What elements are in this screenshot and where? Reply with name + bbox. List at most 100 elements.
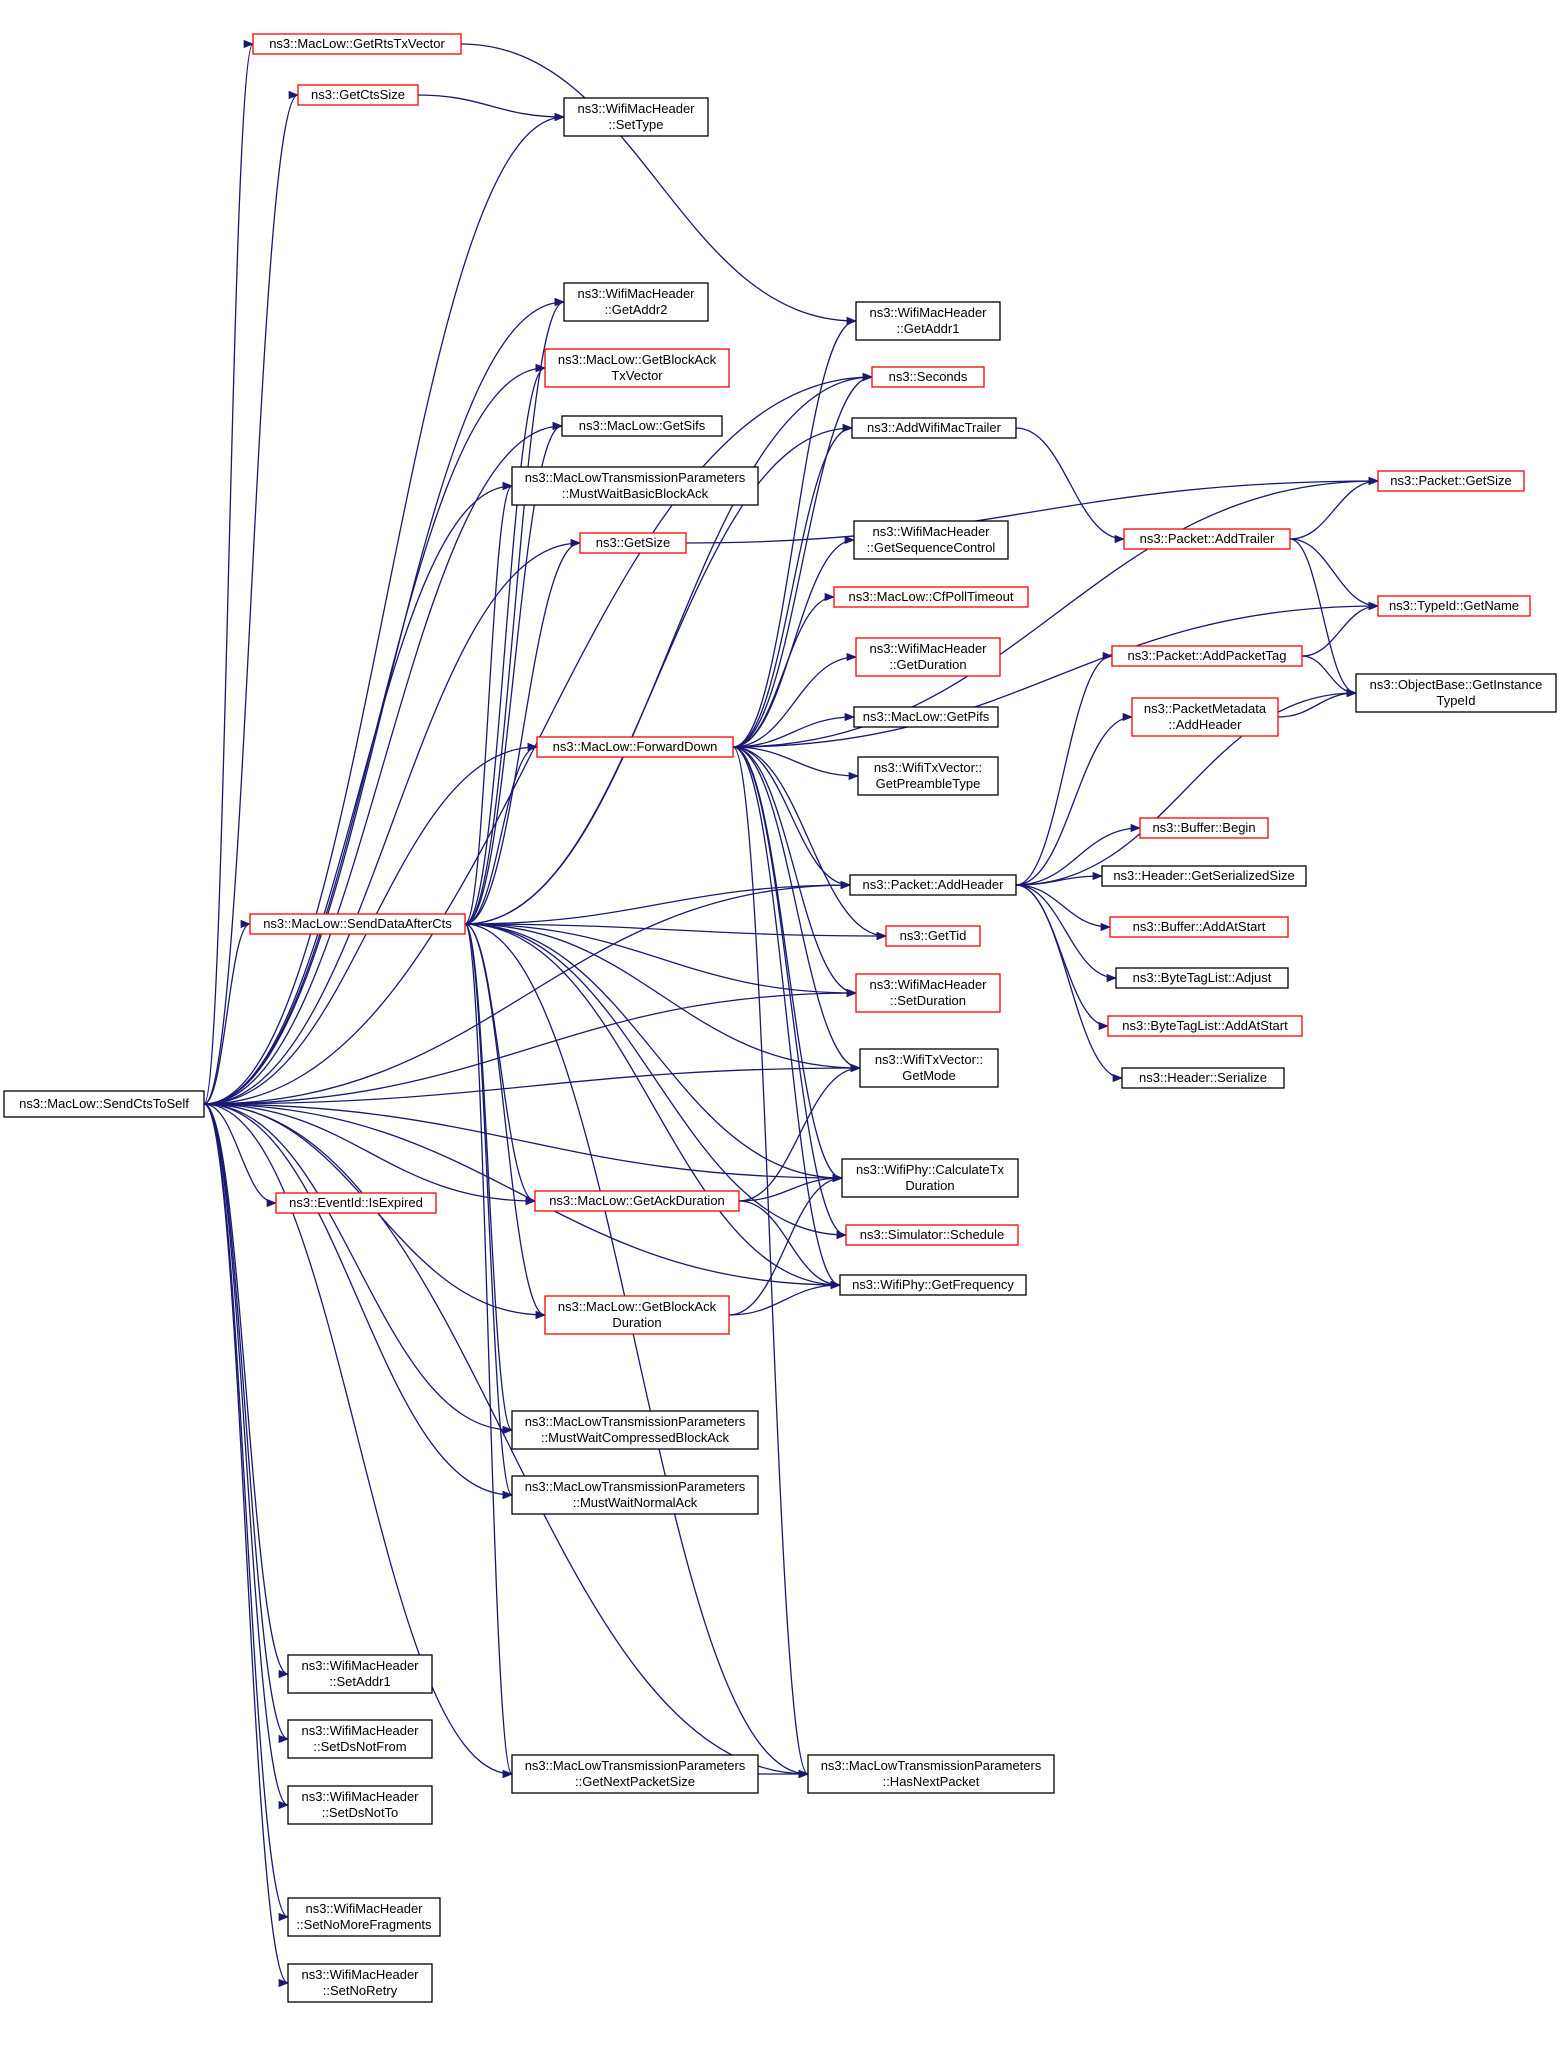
node-has-next-packet[interactable]: ns3::MacLowTransmissionParameters::HasNe… [807,1754,1055,1794]
node-label: ns3::WifiMacHeader [872,524,990,539]
node-must-wait-normal-ack[interactable]: ns3::MacLowTransmissionParameters::MustW… [511,1475,759,1515]
node-set-no-retry[interactable]: ns3::WifiMacHeader::SetNoRetry [287,1963,433,2003]
node-label: ::MustWaitCompressedBlockAck [541,1430,730,1445]
node-label: ns3::MacLow::GetPifs [863,709,990,724]
edge-forward-down-to-cf-poll-timeout [732,592,836,748]
node-label: ns3::WifiMacHeader [301,1723,419,1738]
node-box [855,301,1001,341]
node-is-expired[interactable]: ns3::EventId::IsExpired [275,1192,437,1214]
node-buffer-add-at-start[interactable]: ns3::Buffer::AddAtStart [1109,916,1289,938]
node-box [511,1475,759,1515]
node-add-trailer[interactable]: ns3::Packet::AddTrailer [1123,528,1291,550]
node-get-next-packet-size[interactable]: ns3::MacLowTransmissionParameters::GetNe… [511,1754,759,1794]
node-packet-get-size[interactable]: ns3::Packet::GetSize [1377,470,1525,492]
node-packet-add-header[interactable]: ns3::Packet::AddHeader [849,874,1017,896]
node-box [851,417,1017,439]
edge-send-cts-to-self-to-get-sifs [203,421,564,1105]
node-get-cts-size[interactable]: ns3::GetCtsSize [297,84,419,106]
node-box [544,348,730,388]
node-get-pifs[interactable]: ns3::MacLow::GetPifs [853,706,999,728]
node-box [1131,697,1279,737]
node-get-frequency[interactable]: ns3::WifiPhy::GetFrequency [839,1274,1027,1296]
node-label: ::GetAddr1 [897,321,960,336]
node-get-sifs[interactable]: ns3::MacLow::GetSifs [561,415,723,437]
edge-send-cts-to-self-to-calculate-tx-duration [203,1103,844,1183]
node-label: ::SetType [609,117,664,132]
node-label: TypeId [1436,693,1475,708]
node-simulator-schedule[interactable]: ns3::Simulator::Schedule [845,1224,1019,1246]
node-get-duration[interactable]: ns3::WifiMacHeader::GetDuration [855,637,1001,677]
node-label: ns3::WifiMacHeader [301,1789,419,1804]
edge-send-cts-to-self-to-set-duration [203,988,858,1105]
edge-send-data-after-cts-to-packet-add-header [464,880,852,925]
node-seconds[interactable]: ns3::Seconds [871,366,985,388]
node-get-rts-tx-vector[interactable]: ns3::MacLow::GetRtsTxVector [252,33,462,55]
edge-send-cts-to-self-to-set-no-more-fragments [203,1103,290,1921]
edge-forward-down-to-add-wifi-mac-trailer [732,423,854,748]
node-cf-poll-timeout[interactable]: ns3::MacLow::CfPollTimeout [833,586,1029,608]
node-label: ns3::WifiMacHeader [301,1658,419,1673]
edge-send-cts-to-self-to-get-rts-tx-vector [203,40,255,1105]
node-set-ds-not-to[interactable]: ns3::WifiMacHeader::SetDsNotTo [287,1785,433,1825]
node-packet-metadata-add-header[interactable]: ns3::PacketMetadata::AddHeader [1131,697,1279,737]
node-box [287,1897,441,1937]
node-set-no-more-fragments[interactable]: ns3::WifiMacHeader::SetNoMoreFragments [287,1897,441,1937]
node-label: ns3::Seconds [889,369,968,384]
node-must-wait-compressed-block-ack[interactable]: ns3::MacLowTransmissionParameters::MustW… [511,1410,759,1450]
node-get-tid[interactable]: ns3::GetTid [885,925,981,947]
node-get-size[interactable]: ns3::GetSize [579,532,687,554]
node-box [3,1090,205,1118]
edge-send-cts-to-self-to-is-expired [203,1103,278,1208]
node-get-mode[interactable]: ns3::WifiTxVector::GetMode [859,1048,999,1088]
node-header-serialize[interactable]: ns3::Header::Serialize [1121,1067,1285,1089]
edge-send-cts-to-self-to-set-no-retry [203,1103,290,1987]
edge-packet-add-header-to-byte-tag-list-add-at-start [1015,884,1110,1031]
node-label: ns3::MacLow::GetRtsTxVector [269,36,445,51]
edge-forward-down-to-packet-get-size [732,476,1380,748]
node-get-serialized-size[interactable]: ns3::Header::GetSerializedSize [1101,865,1307,887]
node-box [287,1654,433,1694]
node-set-type[interactable]: ns3::WifiMacHeader::SetType [563,97,709,137]
edge-add-trailer-to-get-instance-type-id [1289,538,1358,698]
node-send-cts-to-self[interactable]: ns3::MacLow::SendCtsToSelf [3,1090,205,1118]
edge-add-trailer-to-packet-get-size [1289,476,1380,540]
node-set-duration[interactable]: ns3::WifiMacHeader::SetDuration [855,973,1001,1013]
node-forward-down[interactable]: ns3::MacLow::ForwardDown [536,736,734,758]
node-box [1121,1067,1285,1089]
node-type-id-get-name[interactable]: ns3::TypeId::GetName [1377,595,1531,617]
edge-send-data-after-cts-to-get-block-ack-tx-vector [464,363,547,925]
node-get-sequence-control[interactable]: ns3::WifiMacHeader::GetSequenceControl [853,520,1009,560]
node-get-addr2[interactable]: ns3::WifiMacHeader::GetAddr2 [563,282,709,322]
edge-get-ack-duration-to-get-frequency [738,1200,842,1290]
node-label: ns3::MacLow::ForwardDown [553,739,718,754]
node-box [1377,595,1531,617]
edge-packet-metadata-add-header-to-get-instance-type-id [1277,688,1358,718]
node-get-preamble-type[interactable]: ns3::WifiTxVector::GetPreambleType [857,756,999,796]
node-send-data-after-cts[interactable]: ns3::MacLow::SendDataAfterCts [249,913,466,935]
node-buffer-begin[interactable]: ns3::Buffer::Begin [1139,817,1269,839]
node-box [249,913,466,935]
node-box [287,1719,433,1759]
node-get-addr1[interactable]: ns3::WifiMacHeader::GetAddr1 [855,301,1001,341]
node-label: ::GetDuration [889,657,966,672]
node-set-addr1[interactable]: ns3::WifiMacHeader::SetAddr1 [287,1654,433,1694]
edge-get-rts-tx-vector-to-get-addr1 [460,43,858,326]
edge-forward-down-to-calculate-tx-duration [732,746,844,1183]
edge-forward-down-to-get-mode [732,746,862,1073]
node-get-ack-duration[interactable]: ns3::MacLow::GetAckDuration [534,1190,740,1212]
node-must-wait-basic-block-ack[interactable]: ns3::MacLowTransmissionParameters::MustW… [511,466,759,506]
node-packet-add-packet-tag[interactable]: ns3::Packet::AddPacketTag [1111,645,1303,667]
node-add-wifi-mac-trailer[interactable]: ns3::AddWifiMacTrailer [851,417,1017,439]
node-label: ns3::ByteTagList::AddAtStart [1122,1018,1288,1033]
node-box [252,33,462,55]
node-byte-tag-list-adjust[interactable]: ns3::ByteTagList::Adjust [1115,967,1289,989]
node-set-ds-not-from[interactable]: ns3::WifiMacHeader::SetDsNotFrom [287,1719,433,1759]
node-box [287,1785,433,1825]
node-byte-tag-list-add-at-start[interactable]: ns3::ByteTagList::AddAtStart [1107,1015,1303,1037]
node-label: ::GetNextPacketSize [575,1774,695,1789]
edge-send-data-after-cts-to-get-mode [464,923,862,1073]
